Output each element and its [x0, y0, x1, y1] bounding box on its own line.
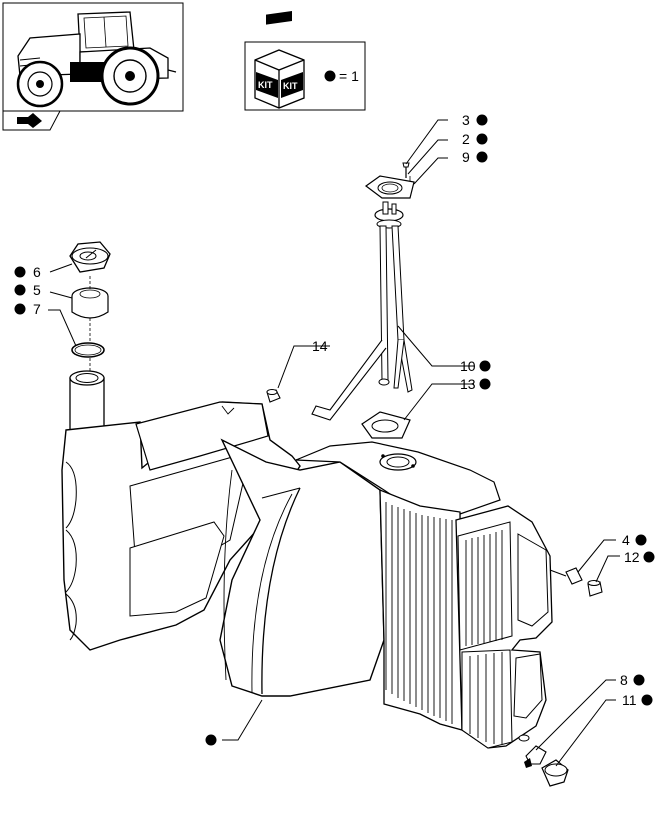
callout-number: 13 — [460, 376, 476, 392]
drain-cap-11 — [541, 759, 569, 787]
kit-dot — [479, 360, 491, 372]
callout-number: 14 — [312, 338, 328, 354]
callout-6[interactable]: 6 — [14, 264, 42, 280]
kit-label-right: KIT — [283, 81, 298, 91]
callout-number: 7 — [33, 301, 41, 317]
kit-dot — [643, 551, 655, 563]
vent-cap-12 — [587, 580, 603, 597]
drain-valve-8 — [524, 745, 547, 768]
sender-gasket — [361, 411, 411, 439]
kit-dot — [633, 674, 645, 686]
callout-number: 3 — [462, 112, 470, 128]
callout-10[interactable]: 10 — [460, 358, 491, 374]
callout-5[interactable]: 5 — [14, 282, 42, 298]
callout-number: 6 — [33, 264, 41, 280]
kit-dot — [635, 534, 647, 546]
filler-cap — [69, 241, 111, 273]
callout-number: 2 — [462, 131, 470, 147]
kit-dot — [476, 151, 488, 163]
callout-number: 4 — [622, 532, 630, 548]
fuel-tank — [61, 370, 553, 749]
fuel-sender-assembly — [311, 162, 415, 421]
callout-9[interactable]: 9 — [462, 149, 488, 165]
callout-13[interactable]: 13 — [460, 376, 491, 392]
kit-dot — [14, 303, 26, 315]
callout-2[interactable]: 2 — [462, 131, 488, 147]
tractor-thumbnail-icon[interactable] — [2, 2, 184, 112]
kit-dot — [476, 133, 488, 145]
callout-3[interactable]: 3 — [462, 112, 488, 128]
callout-11[interactable]: 11 — [622, 692, 653, 708]
callout-number: 8 — [620, 672, 628, 688]
callout-number: 9 — [462, 149, 470, 165]
kit-legend-equals: = 1 — [339, 68, 359, 84]
callout-number: 12 — [624, 549, 640, 565]
drain-plug-14 — [266, 389, 281, 403]
kit-dot — [641, 694, 653, 706]
kit-dot — [479, 378, 491, 390]
callout-number: 5 — [33, 282, 41, 298]
callout-4[interactable]: 4 — [622, 532, 647, 548]
kit-legend: KIT KIT = 1 — [244, 10, 366, 111]
kit-dot — [476, 114, 488, 126]
page-navigation-arrow-icon[interactable] — [2, 110, 61, 131]
tank-fins — [385, 502, 453, 724]
kit-dot — [14, 284, 26, 296]
callout-7[interactable]: 7 — [14, 301, 42, 317]
leader-lines — [48, 119, 620, 767]
vent-fitting-4 — [549, 567, 583, 585]
filler-strainer — [71, 276, 109, 319]
filler-oring — [71, 318, 105, 372]
kit-box-icon: KIT KIT — [254, 10, 305, 109]
callout-number: 11 — [622, 692, 637, 708]
callout-number: 10 — [460, 358, 476, 374]
callout-8[interactable]: 8 — [620, 672, 645, 688]
callout-12[interactable]: 12 — [624, 549, 655, 565]
callout-tank[interactable] — [205, 734, 217, 746]
callout-14[interactable]: 14 — [312, 338, 328, 354]
kit-label-left: KIT — [258, 80, 273, 90]
kit-legend-dot — [324, 70, 336, 82]
kit-dot — [14, 266, 26, 278]
kit-dot — [205, 734, 217, 746]
end-block-fins — [465, 530, 503, 646]
